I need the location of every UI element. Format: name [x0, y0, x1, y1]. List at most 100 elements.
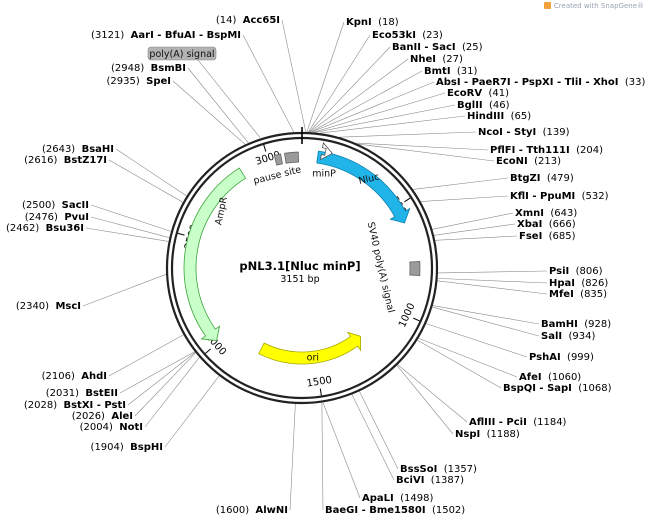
- snapgene-logo-icon: [543, 2, 551, 9]
- restriction-site[interactable]: (2476) PvuI: [25, 212, 89, 223]
- leader-line: [432, 305, 540, 325]
- leader-line: [432, 212, 514, 230]
- restriction-site[interactable]: AfeI (1060): [519, 372, 581, 383]
- site-name: MfeI: [549, 289, 574, 300]
- site-name: AbsI - PaeR7I - PspXI - TliI - XhoI: [436, 77, 619, 88]
- site-position: (826): [581, 278, 608, 289]
- restriction-site[interactable]: BamHI (928): [541, 319, 611, 330]
- site-name: SalI: [541, 331, 562, 342]
- restriction-site[interactable]: NspI (1188): [455, 429, 520, 440]
- restriction-site[interactable]: AbsI - PaeR7I - PspXI - TliI - XhoI (33): [436, 77, 646, 88]
- site-position: (204): [576, 145, 603, 156]
- restriction-site[interactable]: EcoNI (213): [496, 156, 561, 167]
- restriction-site[interactable]: (2106) AhdI: [42, 371, 107, 382]
- restriction-site[interactable]: (2643) BsaHI: [42, 144, 114, 155]
- restriction-site[interactable]: BssSoI (1357): [400, 464, 477, 475]
- site-name: BstZ17I: [64, 155, 107, 166]
- restriction-site[interactable]: PsiI (806): [549, 266, 603, 277]
- restriction-site[interactable]: AflIII - PciI (1184): [469, 417, 567, 428]
- site-name: BssSoI: [400, 464, 437, 475]
- leader-line: [306, 21, 345, 133]
- site-position: (18): [378, 17, 399, 28]
- restriction-site[interactable]: SalI (934): [541, 331, 595, 342]
- restriction-site[interactable]: (2500) SacII: [22, 200, 89, 211]
- restriction-site[interactable]: KpnI (18): [346, 17, 399, 28]
- restriction-site[interactable]: MfeI (835): [549, 289, 607, 300]
- restriction-site[interactable]: PflFI - Tth111I (204): [490, 145, 603, 156]
- restriction-site[interactable]: NheI (27): [410, 54, 463, 65]
- restriction-site[interactable]: (3121) AarI - BfuAI - BspMI: [91, 30, 241, 41]
- leader-line: [90, 204, 172, 232]
- site-name: AleI: [111, 411, 133, 422]
- leader-line: [339, 131, 477, 138]
- feature-sv40-box: [409, 261, 421, 277]
- leader-line: [426, 323, 528, 358]
- restriction-site[interactable]: (2616) BstZ17I: [24, 155, 107, 166]
- restriction-site[interactable]: BaeGI - Bme1580I (1502): [325, 505, 465, 516]
- restriction-site[interactable]: (2340) MscI: [16, 301, 81, 312]
- restriction-site-labels: (14) Acc65I (3121) AarI - BfuAI - BspMI (2…: [6, 15, 645, 516]
- restriction-site[interactable]: HindIII (65): [467, 111, 531, 122]
- restriction-site[interactable]: (14) Acc65I: [216, 15, 280, 26]
- site-position: (27): [442, 54, 463, 65]
- leader-line: [119, 351, 195, 394]
- site-position: (2462): [6, 223, 39, 234]
- site-name: NspI: [455, 429, 480, 440]
- site-position: (2031): [46, 388, 79, 399]
- tick-mark: [177, 232, 185, 236]
- restriction-site[interactable]: (2462) Bsu36I: [6, 223, 84, 234]
- restriction-site[interactable]: NcoI - StyI (139): [478, 127, 570, 138]
- leader-line: [397, 364, 468, 423]
- site-name: AfeI: [519, 372, 542, 383]
- feature-nluc-arrow: [316, 150, 411, 224]
- leader-line: [310, 70, 423, 133]
- restriction-site[interactable]: BciVI (1387): [396, 475, 464, 486]
- restriction-site[interactable]: BglII (46): [457, 100, 510, 111]
- site-name: AflIII - PciI: [469, 417, 527, 428]
- restriction-site[interactable]: BmtI (31): [424, 66, 478, 77]
- site-position: (46): [489, 100, 510, 111]
- site-name: BstXI - PstI: [63, 400, 126, 411]
- site-position: (23): [422, 30, 443, 41]
- restriction-site[interactable]: Eco53kI (23): [372, 30, 443, 41]
- leader-line: [417, 339, 502, 389]
- restriction-site[interactable]: (2948) BsmBI: [111, 63, 186, 74]
- restriction-site[interactable]: (2004) NotI: [80, 422, 143, 433]
- restriction-site[interactable]: ApaLI (1498): [362, 493, 433, 504]
- site-name: Eco53kI: [372, 30, 416, 41]
- leader-line: [144, 357, 200, 428]
- restriction-site[interactable]: BspQI - SapI (1068): [503, 383, 612, 394]
- restriction-site[interactable]: (2935) SpeI: [107, 76, 172, 87]
- restriction-site[interactable]: (2026) AleI: [72, 411, 133, 422]
- leader-line: [420, 195, 509, 202]
- site-name: PvuI: [64, 212, 89, 223]
- site-name: AhdI: [81, 371, 107, 382]
- feature-pause-box-2: [284, 151, 300, 164]
- restriction-site[interactable]: BanII - SacI (25): [392, 42, 483, 53]
- restriction-site[interactable]: HpaI (826): [549, 278, 608, 289]
- restriction-site[interactable]: (2031) BstEII: [46, 388, 118, 399]
- leader-line: [418, 337, 518, 378]
- restriction-site[interactable]: XmnI (643): [515, 208, 577, 219]
- restriction-site[interactable]: FseI (685): [519, 231, 576, 242]
- restriction-site[interactable]: KflI - PpuMI (532): [510, 191, 609, 202]
- site-position: (2028): [24, 400, 57, 411]
- restriction-site[interactable]: BtgZI (479): [510, 173, 574, 184]
- site-position: (806): [576, 266, 603, 277]
- leader-line: [172, 80, 246, 145]
- feature-nluc-label: Nluc: [358, 172, 381, 187]
- site-position: (41): [488, 88, 509, 99]
- restriction-site[interactable]: (2028) BstXI - PstI: [24, 400, 126, 411]
- restriction-site[interactable]: (1600) AlwNI: [216, 505, 288, 516]
- site-name: Acc65I: [243, 15, 280, 26]
- restriction-site[interactable]: (1904) BspHI: [91, 442, 163, 453]
- tick-mark: [404, 197, 411, 203]
- leader-line: [85, 227, 169, 242]
- leader-line: [314, 104, 456, 133]
- site-position: (928): [584, 319, 611, 330]
- restriction-site[interactable]: PshAI (999): [529, 352, 594, 363]
- leader-line: [322, 402, 361, 499]
- restriction-site[interactable]: EcoRV (41): [447, 88, 509, 99]
- restriction-site[interactable]: XbaI (666): [517, 219, 576, 230]
